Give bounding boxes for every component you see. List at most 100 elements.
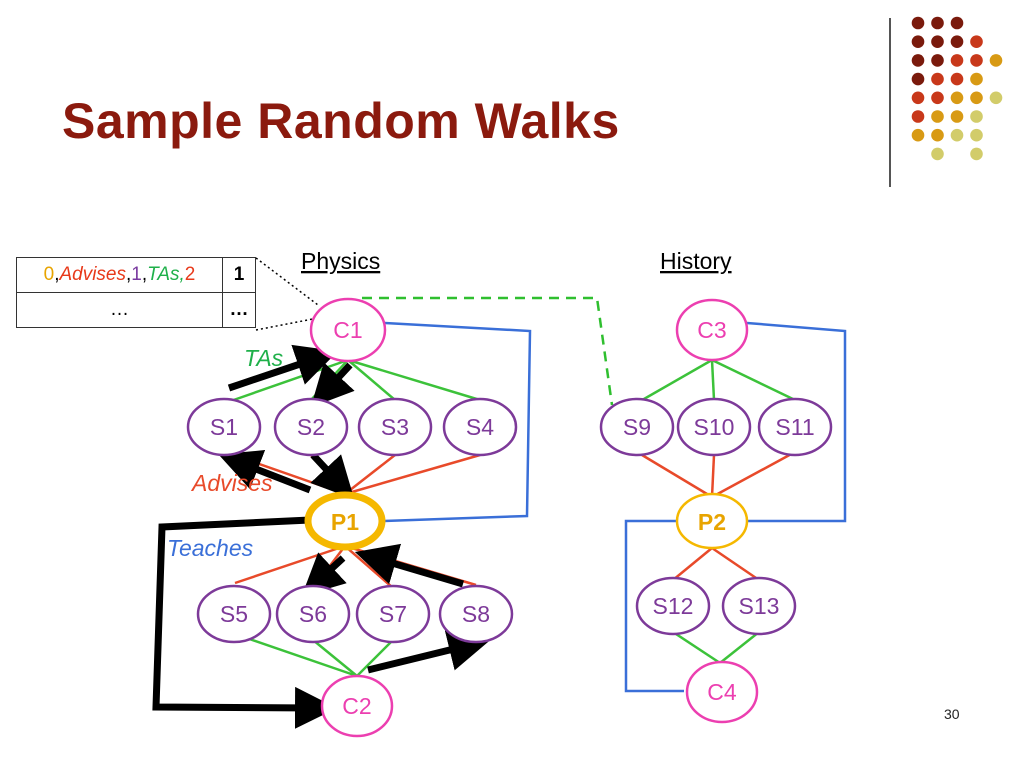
logo-dot bbox=[911, 91, 925, 105]
node-c2 bbox=[320, 674, 394, 738]
course-nodes bbox=[309, 297, 759, 738]
label-s10: S10 bbox=[694, 414, 735, 440]
logo-dot bbox=[911, 35, 925, 48]
logo-dot bbox=[970, 54, 983, 67]
logo-dot bbox=[970, 91, 983, 105]
node-s5 bbox=[196, 584, 272, 644]
node-c4 bbox=[685, 660, 759, 724]
node-s13 bbox=[721, 576, 797, 636]
walk-arrows bbox=[152, 344, 491, 729]
label-s12: S12 bbox=[653, 593, 694, 619]
student-nodes bbox=[186, 397, 833, 644]
node-s12 bbox=[635, 576, 711, 636]
node-s8 bbox=[438, 584, 514, 644]
logo-dot bbox=[970, 147, 983, 161]
node-s2 bbox=[273, 397, 349, 457]
walk-count-cell: 1 bbox=[222, 257, 256, 293]
logo-dot bbox=[931, 72, 944, 86]
walk-path-cell: … bbox=[16, 292, 223, 328]
logo-dot bbox=[970, 110, 983, 123]
relation-label-teaches: Teaches bbox=[167, 535, 254, 561]
walk-path-cell: 0,Advises,1,TAs,2 bbox=[16, 257, 223, 293]
label-s4: S4 bbox=[466, 414, 494, 440]
dashed-link-c1-s9 bbox=[362, 296, 614, 406]
slide-title: Sample Random Walks bbox=[62, 93, 620, 149]
node-p2 bbox=[675, 492, 749, 550]
logo-dot bbox=[950, 110, 964, 123]
label-p1: P1 bbox=[331, 509, 359, 535]
logo-dot bbox=[931, 128, 944, 142]
logo-dot bbox=[950, 91, 964, 105]
logo-dot bbox=[970, 128, 983, 142]
logo-dot bbox=[970, 72, 983, 86]
label-s7: S7 bbox=[379, 601, 407, 627]
label-s1: S1 bbox=[210, 414, 238, 440]
label-s11: S11 bbox=[775, 414, 814, 440]
label-c4: C4 bbox=[707, 679, 737, 705]
logo-dot bbox=[931, 110, 944, 123]
page-number: 30 bbox=[944, 706, 960, 722]
group-label-physics: Physics bbox=[301, 248, 380, 274]
node-p1 bbox=[304, 491, 386, 551]
walk-separator: , bbox=[179, 264, 185, 285]
walk-count-cell: … bbox=[222, 292, 256, 328]
label-s9: S9 bbox=[623, 414, 651, 440]
label-c1: C1 bbox=[333, 317, 362, 343]
logo-dot bbox=[950, 35, 964, 48]
logo-dot bbox=[931, 91, 944, 105]
label-s13: S13 bbox=[739, 593, 780, 619]
relation-label-tas: TAs bbox=[244, 345, 284, 371]
label-s3: S3 bbox=[381, 414, 409, 440]
node-c3 bbox=[675, 298, 749, 362]
label-s6: S6 bbox=[299, 601, 327, 627]
teaches-edges bbox=[383, 321, 847, 693]
walk-table-row: 0,Advises,1,TAs,2 1 bbox=[16, 257, 256, 293]
node-s6 bbox=[275, 584, 351, 644]
table-connector bbox=[255, 257, 319, 331]
logo-dot bbox=[950, 72, 964, 86]
logo-dots bbox=[911, 16, 1003, 161]
label-c3: C3 bbox=[697, 317, 726, 343]
logo-dot bbox=[970, 35, 983, 48]
node-s9 bbox=[599, 397, 675, 457]
logo-dot bbox=[931, 147, 944, 161]
logo-dot bbox=[989, 54, 1003, 67]
walk-relation-tas: TAs bbox=[147, 264, 180, 285]
node-s11 bbox=[757, 397, 833, 457]
logo-dot bbox=[950, 54, 964, 67]
logo-dot bbox=[911, 110, 925, 123]
relation-label-advises: Advises bbox=[190, 470, 273, 496]
logo-dot bbox=[911, 128, 925, 142]
walk-separator: , bbox=[126, 264, 132, 285]
walk-table-row: … … bbox=[16, 292, 256, 328]
node-s10 bbox=[676, 397, 752, 457]
label-c2: C2 bbox=[342, 693, 371, 719]
logo-dot bbox=[950, 128, 964, 142]
label-s5: S5 bbox=[220, 601, 248, 627]
node-s3 bbox=[357, 397, 433, 457]
label-s8: S8 bbox=[462, 601, 490, 627]
logo-dot bbox=[911, 16, 925, 30]
node-c1 bbox=[309, 297, 387, 363]
node-s4 bbox=[442, 397, 518, 457]
logo-dot bbox=[931, 35, 944, 48]
walk-separator: , bbox=[141, 264, 148, 285]
logo-dot bbox=[911, 72, 925, 86]
walk-step-start: 0 bbox=[43, 264, 55, 285]
walk-separator: , bbox=[54, 264, 60, 285]
logo-dot bbox=[989, 91, 1003, 105]
logo-dot bbox=[931, 16, 944, 30]
walk-table: 0,Advises,1,TAs,2 1 … … bbox=[16, 257, 256, 328]
logo-dot bbox=[950, 16, 964, 30]
node-s7 bbox=[355, 584, 431, 644]
node-s1 bbox=[186, 397, 262, 457]
label-p2: P2 bbox=[698, 509, 726, 535]
logo-dot bbox=[911, 54, 925, 67]
side-rule bbox=[889, 18, 891, 187]
walk-step-one: 1 bbox=[131, 264, 142, 285]
logo-dot bbox=[931, 54, 944, 67]
group-label-history: History bbox=[660, 248, 732, 274]
label-s2: S2 bbox=[297, 414, 325, 440]
walk-relation-advises: Advises bbox=[59, 264, 126, 285]
